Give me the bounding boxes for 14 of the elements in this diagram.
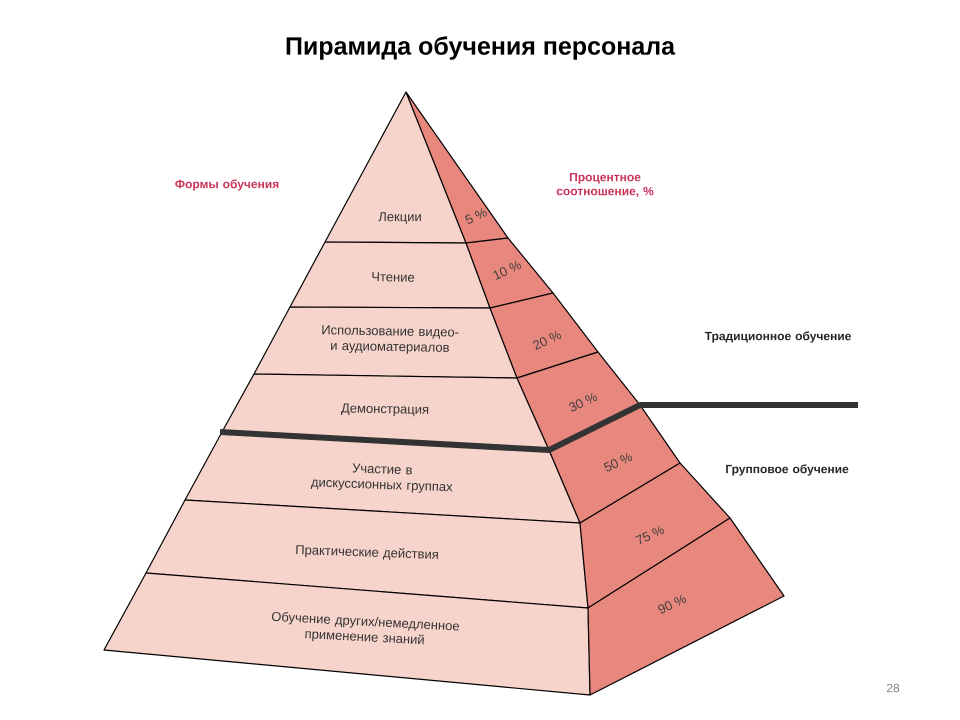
label: Традиционное обучение [704,331,851,343]
front-band: Чтение [289,241,491,309]
label: Процентное соотношение, % [556,172,654,198]
side-band: 20 % [489,292,599,379]
side-band: 30 % [516,351,641,451]
page-number: 28 [886,684,900,692]
front-band: Участие в дискуссионных группах [184,431,581,524]
label: Формы обучения [175,179,278,191]
front-band: Практические действия [145,499,589,609]
front-band: Использование видео- и аудиоматериалов [253,306,518,379]
front-band: Обучение других/немедленное применение знаний [103,572,591,696]
side-band: 10 % [465,237,554,309]
front-band: Демонстрация [221,373,550,451]
title: Пирамида обучения персонала [286,36,676,60]
